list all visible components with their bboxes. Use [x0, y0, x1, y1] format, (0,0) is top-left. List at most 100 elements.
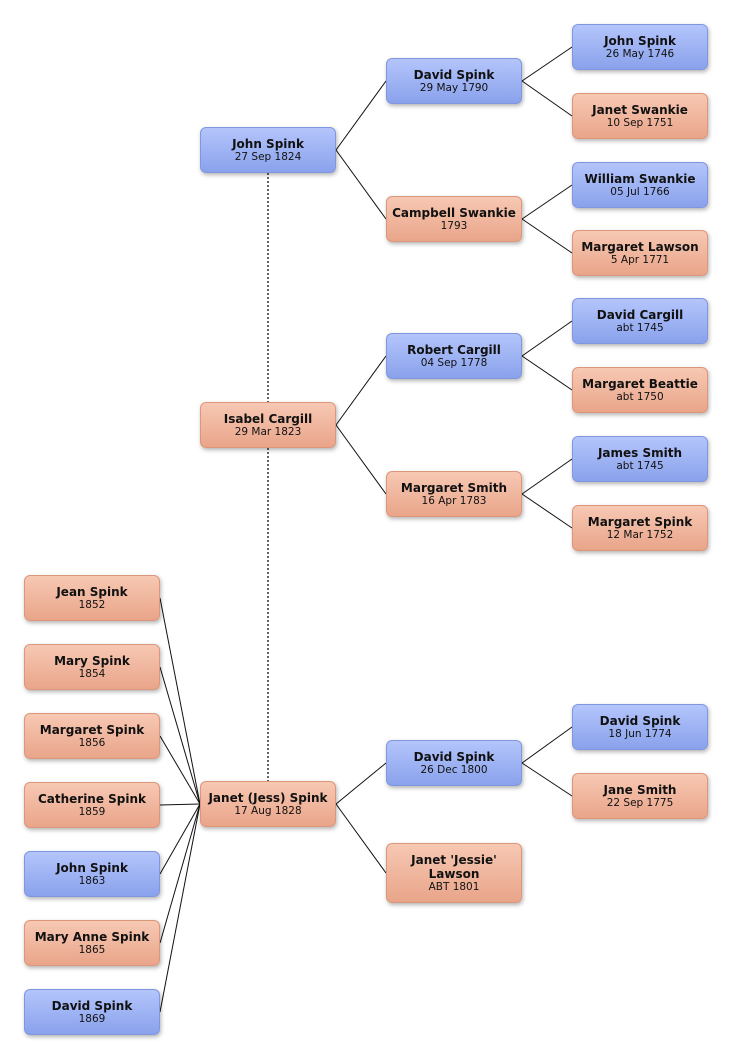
person-name: Janet Swankie [592, 102, 688, 117]
person-date: 1865 [78, 943, 106, 956]
person-name: John Spink [56, 860, 128, 875]
person-name: Margaret Lawson [581, 239, 699, 254]
person-date: 1863 [78, 874, 106, 887]
person-date: 10 Sep 1751 [606, 116, 674, 129]
person-name: David Cargill [596, 307, 684, 322]
person-date: 18 Jun 1774 [608, 727, 672, 740]
link-campbell-william [521, 184, 573, 220]
person-name: Campbell Swankie [392, 205, 516, 220]
link-robert-margaret_beattie [521, 355, 573, 391]
link-janet_jess-david_1800 [335, 762, 387, 805]
link-janet_jess-catherine [159, 803, 201, 806]
person-date: 26 May 1746 [605, 47, 675, 60]
person-date: 16 Apr 1783 [421, 494, 487, 507]
link-janet_jess-jean [159, 597, 201, 805]
link-campbell-margaret_lawson [521, 218, 573, 254]
link-david_1790-john_1746 [521, 46, 573, 82]
person-name: Mary Anne Spink [34, 929, 150, 944]
person-name: Jane Smith [603, 782, 677, 797]
person-name: Catherine Spink [37, 791, 147, 806]
person-date: 1852 [78, 598, 106, 611]
person-name: Robert Cargill [407, 342, 501, 357]
link-janet_jess-margaret_1856 [159, 735, 201, 805]
person-name: David Spink [599, 713, 681, 728]
person-date: abt 1745 [616, 459, 664, 472]
person-date: abt 1750 [616, 390, 664, 403]
person-name: John Spink [232, 136, 304, 151]
link-david_1790-janet_swankie [521, 80, 573, 117]
person-date: 22 Sep 1775 [606, 796, 674, 809]
person-name: Jean Spink [56, 584, 128, 599]
link-janet_jess-john_1863 [159, 803, 201, 875]
person-date: 1869 [78, 1012, 106, 1025]
person-name: Margaret Spink [587, 514, 693, 529]
person-date: 27 Sep 1824 [234, 150, 302, 163]
person-date: 5 Apr 1771 [610, 253, 670, 266]
link-john_1824-campbell [335, 149, 387, 220]
person-name: Margaret Spink [39, 722, 145, 737]
link-margaret_smith-james [521, 458, 573, 495]
link-john_1824-david_1790 [335, 80, 387, 151]
person-name: Margaret Smith [400, 480, 508, 495]
link-janet_jess-janet_jessie [335, 803, 387, 874]
person-name: John Spink [604, 33, 676, 48]
person-name: James Smith [597, 445, 683, 460]
person-date: 26 Dec 1800 [420, 763, 488, 776]
link-david_1800-jane [521, 762, 573, 797]
person-name: Janet 'Jessie' Lawson [411, 852, 497, 881]
person-date: 05 Jul 1766 [610, 185, 670, 198]
person-name: David Spink [413, 67, 495, 82]
person-name: David Spink [51, 998, 133, 1013]
link-robert-david_cargill [521, 320, 573, 357]
person-name: Mary Spink [54, 653, 130, 668]
person-date: 1854 [78, 667, 106, 680]
person-name: Isabel Cargill [223, 411, 313, 426]
link-isabel-robert [335, 355, 387, 426]
person-date: 12 Mar 1752 [606, 528, 674, 541]
link-janet_jess-mary_anne [159, 803, 201, 944]
person-date: ABT 1801 [428, 880, 480, 893]
person-date: 1856 [78, 736, 106, 749]
link-isabel-margaret_smith [335, 424, 387, 495]
person-date: 1793 [440, 219, 468, 232]
link-janet_jess-david_1869 [159, 803, 201, 1013]
person-date: 17 Aug 1828 [234, 804, 302, 817]
person-date: 29 Mar 1823 [234, 425, 302, 438]
person-name: Margaret Beattie [582, 376, 698, 391]
person-name: William Swankie [584, 171, 696, 186]
person-name: David Spink [413, 749, 495, 764]
link-david_1800-david_1774 [521, 726, 573, 764]
link-margaret_smith-margaret_spink [521, 493, 573, 529]
person-date: abt 1745 [616, 321, 664, 334]
person-date: 1859 [78, 805, 106, 818]
person-date: 29 May 1790 [419, 81, 489, 94]
person-date: 04 Sep 1778 [420, 356, 488, 369]
